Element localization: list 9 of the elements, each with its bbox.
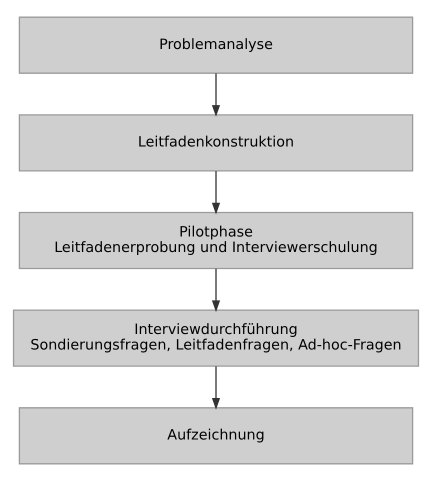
node-box: Aufzeichnung bbox=[18, 407, 414, 464]
node-box: Pilotphase Leitfadenerprobung und Interviewerschulung bbox=[18, 212, 414, 270]
arrow bbox=[212, 171, 220, 214]
node-box: Interviewdurchführung Sondierungsfragen, Leitfadenfragen, Ad-hoc-Fragen bbox=[12, 310, 420, 367]
node-box: Leitfadenkonstruktion bbox=[18, 114, 414, 172]
node-box: Problemanalyse bbox=[18, 16, 414, 74]
arrow bbox=[212, 73, 220, 117]
arrow bbox=[212, 268, 220, 312]
arrow bbox=[212, 366, 220, 410]
